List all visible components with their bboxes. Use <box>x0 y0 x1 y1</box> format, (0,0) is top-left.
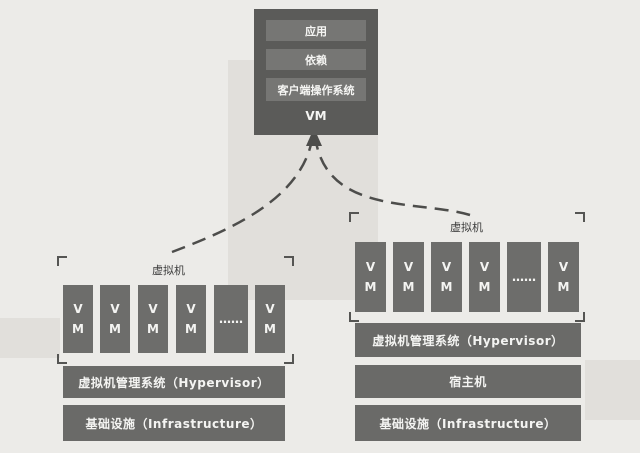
left-vm-2-line1: V <box>110 302 120 316</box>
arrow-head <box>306 128 322 146</box>
background-ghost-block <box>0 318 60 358</box>
right-vm-ellipsis: …… <box>507 242 541 312</box>
right-vm-1-line2: M <box>364 280 377 294</box>
right-vm-ellipsis-line1: …… <box>512 270 536 284</box>
left-vm-1-line1: V <box>73 302 83 316</box>
right-bracket-bl <box>349 312 359 322</box>
left-hypervisor-bar: 虚拟机管理系统（Hypervisor） <box>63 366 285 398</box>
right-vm-6-line2: M <box>557 280 570 294</box>
left-infrastructure-bar: 基础设施（Infrastructure） <box>63 405 285 441</box>
connector-right <box>314 141 471 217</box>
left-vm-6-line1: V <box>265 302 275 316</box>
left-vm-6-line2: M <box>264 322 276 336</box>
left-bracket-tr <box>284 256 294 266</box>
right-vm-2-line1: V <box>403 260 414 274</box>
right-infrastructure-bar: 基础设施（Infrastructure） <box>355 405 581 441</box>
left-vm-2-line2: M <box>109 322 121 336</box>
right-vm-3-line2: M <box>440 280 453 294</box>
right-vm-group-label: 虚拟机 <box>450 221 483 234</box>
right-bracket-br <box>575 312 585 322</box>
right-vm-4-line1: V <box>479 260 490 274</box>
left-bracket-br <box>284 354 294 364</box>
right-bracket-tr <box>575 212 585 222</box>
right-bracket-tl <box>349 212 359 222</box>
connector-left <box>171 139 314 254</box>
background-ghost-block <box>585 360 640 420</box>
vm-detail-panel: 应用 依赖 客户端操作系统 VM <box>254 9 378 135</box>
vm-label: VM <box>305 109 327 123</box>
layer-guest-os: 客户端操作系统 <box>266 78 366 101</box>
right-vm-6-line1: V <box>558 260 569 274</box>
left-vm-1-line2: M <box>72 322 84 336</box>
left-vm-3-line1: V <box>148 302 158 316</box>
right-vm-3-line1: V <box>441 260 452 274</box>
right-vm-2-line2: M <box>402 280 415 294</box>
left-bracket-bl <box>57 354 67 364</box>
layer-dependencies: 依赖 <box>266 49 366 70</box>
right-vm-4-line2: M <box>478 280 491 294</box>
layer-app: 应用 <box>266 20 366 41</box>
left-vm-4-line1: V <box>186 302 196 316</box>
right-host-os-bar: 宿主机 <box>355 365 581 398</box>
left-vm-ellipsis-line1: …… <box>219 312 243 326</box>
left-vm-4-line2: M <box>185 322 197 336</box>
right-hypervisor-bar: 虚拟机管理系统（Hypervisor） <box>355 323 581 357</box>
right-vm-1-line1: V <box>365 260 376 274</box>
left-vm-group-label: 虚拟机 <box>152 264 185 277</box>
left-vm-ellipsis: …… <box>214 285 248 353</box>
left-vm-3-line2: M <box>147 322 159 336</box>
left-bracket-tl <box>57 256 67 266</box>
